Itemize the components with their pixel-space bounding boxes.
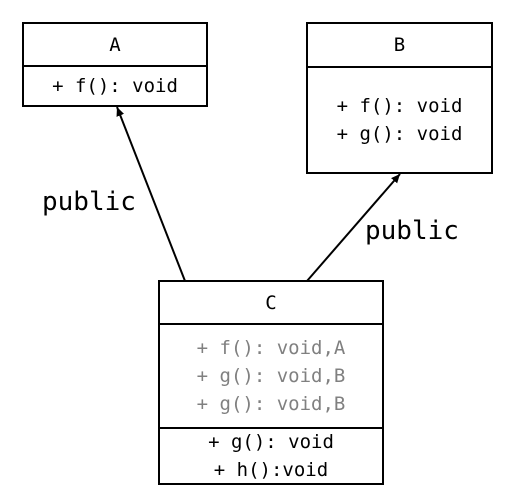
class-b-members: + f(): void + g(): void — [308, 68, 491, 172]
class-a-member: + f(): void — [52, 75, 178, 97]
class-b: B + f(): void + g(): void — [306, 22, 493, 174]
class-c-inherited-member: + g(): void,B — [196, 393, 346, 415]
class-a: A + f(): void — [22, 22, 208, 107]
class-c-inherited-member: + g(): void,B — [196, 365, 346, 387]
relation-label-c-a: public — [42, 187, 136, 217]
class-c-own-member: + h():void — [213, 459, 329, 481]
class-c-own-members: + g(): void + h():void — [160, 429, 382, 483]
class-a-members: + f(): void — [24, 67, 206, 105]
class-c-inherited-member: + f(): void,A — [196, 337, 346, 359]
class-b-name: B — [308, 24, 491, 68]
arrow-c-to-b — [306, 173, 401, 282]
class-c-name: C — [160, 282, 382, 325]
class-c-inherited-members: + f(): void,A + g(): void,B + g(): void,… — [160, 325, 382, 429]
class-b-member: + g(): void — [336, 123, 463, 145]
class-c-own-member: + g(): void — [208, 431, 334, 453]
arrow-c-to-a — [116, 106, 186, 282]
class-a-name: A — [24, 24, 206, 67]
relation-label-c-b: public — [365, 216, 459, 246]
class-b-member: + f(): void — [336, 95, 463, 117]
class-c: C + f(): void,A + g(): void,B + g(): voi… — [158, 280, 384, 485]
